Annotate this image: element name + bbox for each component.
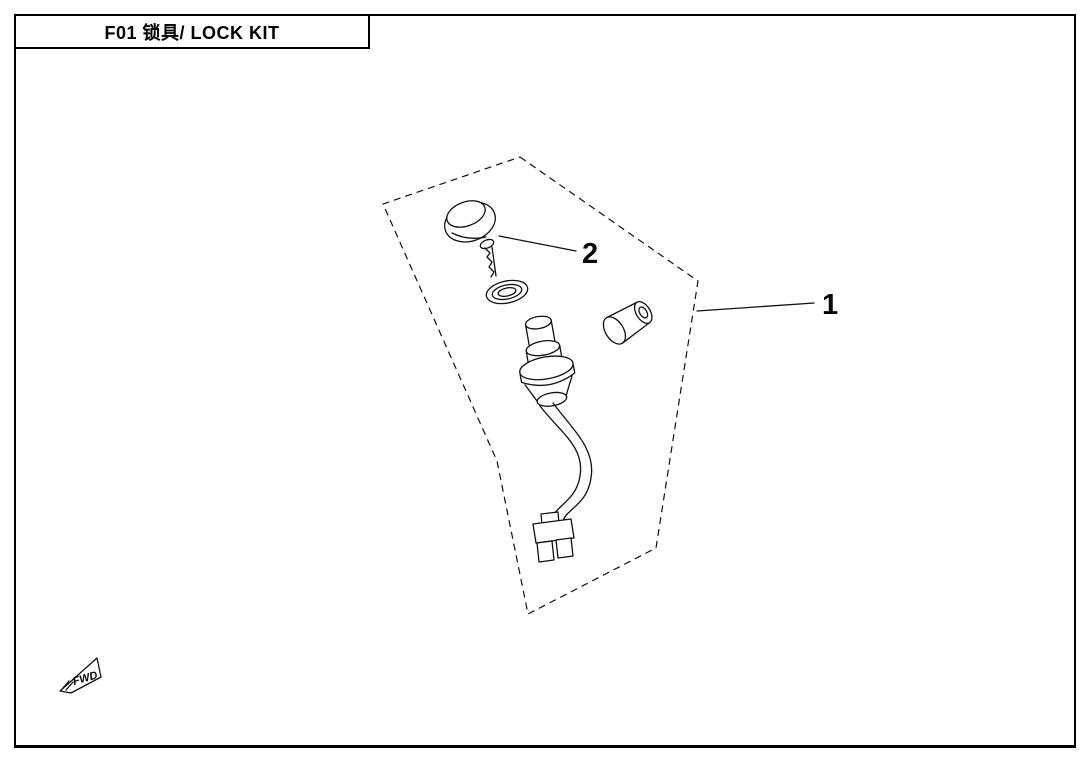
drawing-frame <box>14 14 1076 748</box>
callout-1-label: 1 <box>822 289 838 321</box>
connector-part <box>532 511 575 563</box>
key-part <box>444 200 497 278</box>
callout-2-leader <box>498 235 577 252</box>
callout-2: 2 <box>498 235 598 270</box>
callout-2-label: 2 <box>582 238 598 270</box>
washer-part <box>485 279 529 305</box>
page-title: F01 锁具/ LOCK KIT <box>104 22 280 43</box>
title-box: F01 锁具/ LOCK KIT <box>14 14 370 49</box>
cap-part <box>602 300 653 345</box>
kit-boundary-outline <box>382 156 699 615</box>
wire-harness <box>539 402 593 525</box>
lock-cylinder-part <box>519 315 576 407</box>
callout-1: 1 <box>696 289 838 321</box>
callout-1-leader <box>696 302 815 312</box>
fwd-icon: FWD <box>59 657 102 694</box>
